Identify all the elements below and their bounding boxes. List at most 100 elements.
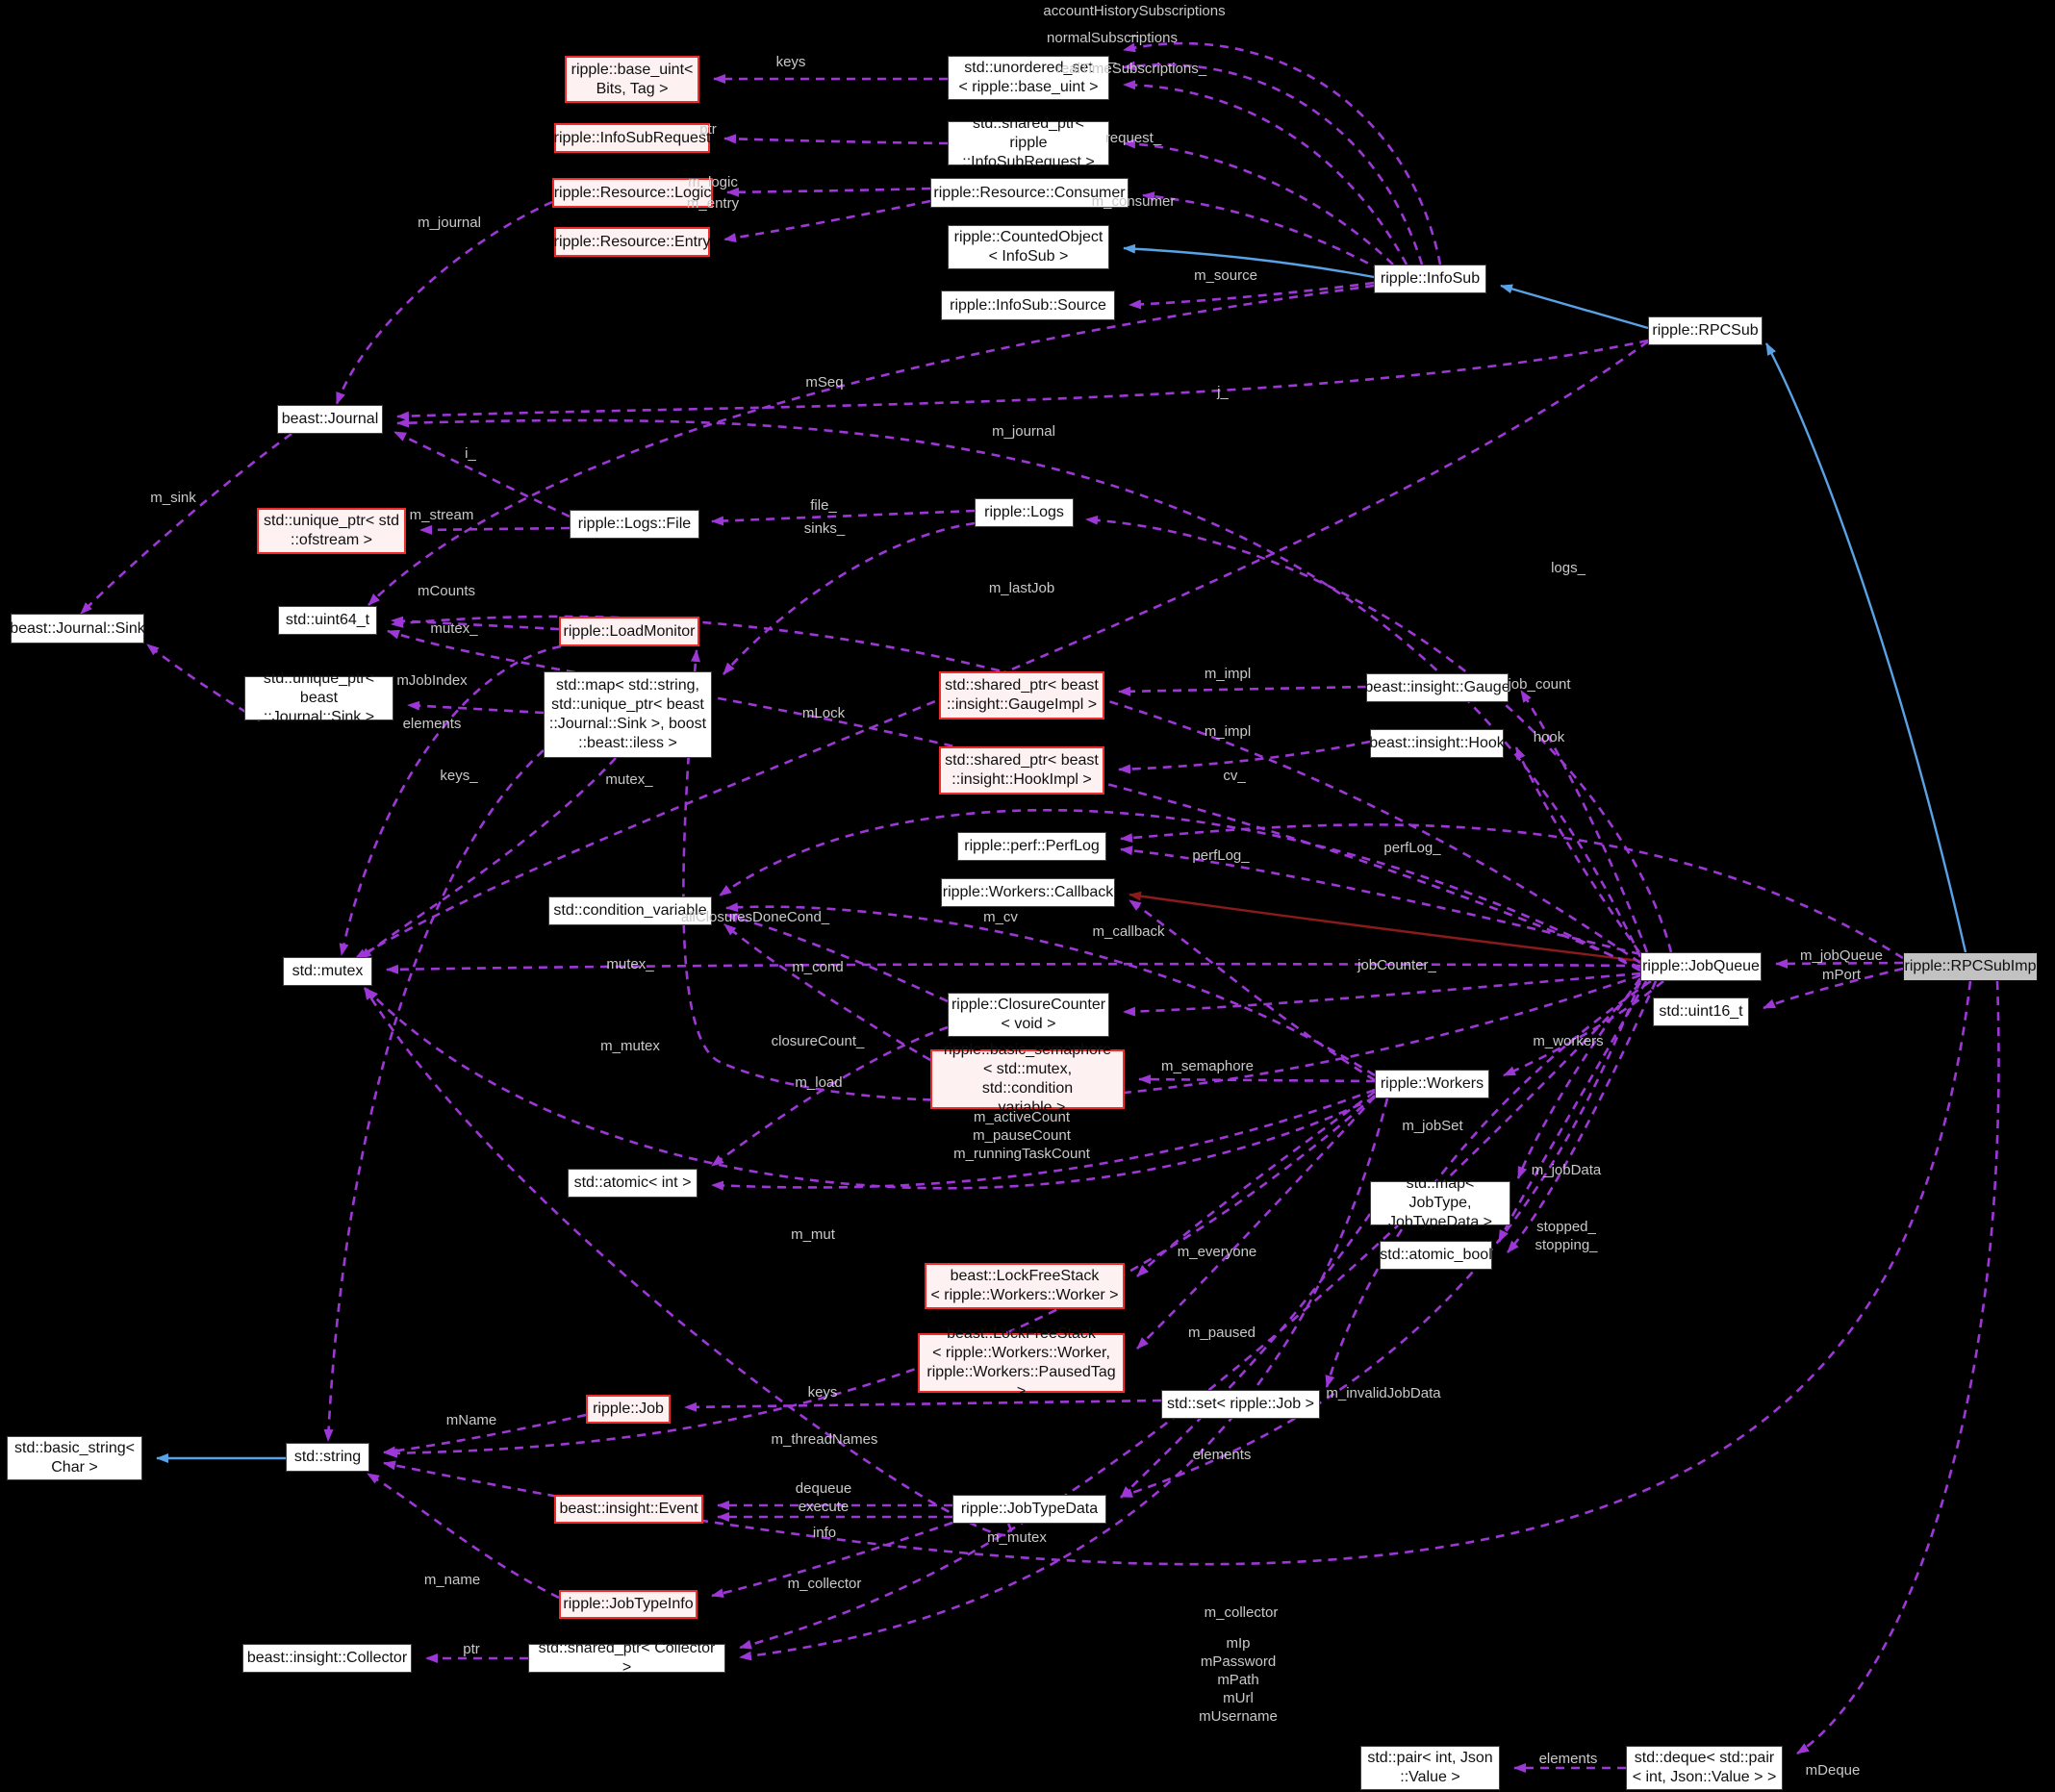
node-std-condition-variable[interactable]: std::condition_variable <box>548 896 712 925</box>
edge-label: accountHistorySubscriptions _ <box>1043 3 1226 38</box>
node-ripple-loadmonitor[interactable]: ripple::LoadMonitor <box>559 617 699 646</box>
member-edge <box>723 199 931 243</box>
member-edge <box>1120 1213 1372 1499</box>
node-std-map-jobtype-jobtypedata[interactable]: std::map< JobType, JobTypeData > <box>1370 1175 1510 1230</box>
node-std-map-string-sink[interactable]: std::map< std::string, std::unique_ptr< … <box>544 671 712 758</box>
node-std-set-ripple-job[interactable]: std::set< ripple::Job > <box>1161 1390 1320 1419</box>
node-ripple-infosubrequest[interactable]: ripple::InfoSubRequest <box>554 123 710 153</box>
node-ripple-resource-logic[interactable]: ripple::Resource::Logic <box>552 178 713 208</box>
node-std-string[interactable]: std::string <box>286 1443 369 1472</box>
edge-label: request_ <box>1104 130 1162 146</box>
node-ripple-logs-file[interactable]: ripple::Logs::File <box>570 510 699 539</box>
member-edge <box>1325 979 1652 1388</box>
edge-label: perfLog_ <box>1383 840 1441 856</box>
member-edge <box>1123 61 1424 265</box>
node-std-atomic-int[interactable]: std::atomic< int > <box>568 1169 698 1198</box>
member-edge <box>1507 980 1658 1253</box>
member-edge <box>1503 979 1664 1077</box>
node-ripple-logs[interactable]: ripple::Logs <box>975 498 1074 527</box>
edge-label: m_invalidJobData <box>1326 1385 1441 1401</box>
node-std-uint16-t[interactable]: std::uint16_t <box>1653 997 1749 1026</box>
node-ripple-job[interactable]: ripple::Job <box>586 1395 671 1424</box>
node-beast-lockfreestack-worker[interactable]: beast::LockFreeStack < ripple::Workers::… <box>925 1263 1125 1309</box>
member-edge <box>1120 823 1904 960</box>
node-std-unique-ptr-journal-sink[interactable]: std::unique_ptr< beast ::Journal::Sink > <box>244 670 393 725</box>
edge-label: elements <box>1538 1751 1598 1767</box>
member-edge <box>393 430 571 518</box>
node-beast-insight-event[interactable]: beast::insight::Event <box>554 1495 703 1524</box>
member-edge <box>1129 281 1375 310</box>
edge-label: normalSubscriptions _ <box>1047 30 1178 64</box>
node-std-uint64-t[interactable]: std::uint64_t <box>278 606 377 635</box>
edge-label: m_impl <box>1204 666 1252 682</box>
node-std-basic-string-char[interactable]: std::basic_string< Char > <box>7 1436 142 1480</box>
node-std-shared-ptr-collector[interactable]: std::shared_ptr< Collector > <box>528 1640 725 1676</box>
node-std-shared-ptr-infosubrequest[interactable]: std::shared_ptr< ripple ::InfoSubRequest… <box>948 115 1109 170</box>
node-ripple-closurecounter-void[interactable]: ripple::ClosureCounter < void > <box>948 993 1109 1037</box>
node-beast-lockfreestack-worker-pausedtag[interactable]: beast::LockFreeStack < ripple::Workers::… <box>918 1325 1125 1400</box>
edge-label: mCounts <box>417 583 476 599</box>
node-beast-insight-gauge[interactable]: beast::insight::Gauge <box>1364 673 1510 702</box>
edge-label: m_collector <box>787 1576 862 1592</box>
node-ripple-rpcsubimp[interactable]: ripple::RPCSubImp <box>1903 952 2038 981</box>
node-ripple-jobtypeinfo[interactable]: ripple::JobTypeInfo <box>559 1590 698 1619</box>
node-ripple-jobtypedata[interactable]: ripple::JobTypeData <box>952 1495 1106 1524</box>
member-edge <box>719 808 1641 972</box>
node-ripple-rpcsub[interactable]: ripple::RPCSub <box>1648 316 1763 345</box>
node-ripple-workers-callback[interactable]: ripple::Workers::Callback <box>941 878 1115 907</box>
member-edge <box>711 509 976 526</box>
member-edge <box>1519 690 1649 953</box>
node-ripple-resource-consumer[interactable]: ripple::Resource::Consumer <box>930 178 1129 208</box>
member-edge <box>419 524 571 535</box>
member-edge <box>391 616 560 631</box>
node-ripple-base-uint[interactable]: ripple::base_uint< Bits, Tag > <box>565 56 699 103</box>
node-ripple-basic-semaphore[interactable]: ripple::basic_semaphore < std::mutex, st… <box>930 1042 1125 1116</box>
member-edge <box>146 643 261 722</box>
edge-label: m_logic <box>688 174 738 190</box>
edge-label: mName <box>445 1412 497 1428</box>
member-edge <box>396 417 1642 958</box>
edge-label: m_entry <box>686 195 740 212</box>
edge-label: m_lastJob <box>988 580 1055 596</box>
node-std-pair-int-json-value[interactable]: std::pair< int, Json ::Value > <box>1360 1746 1500 1790</box>
node-ripple-workers[interactable]: ripple::Workers <box>1375 1070 1489 1098</box>
edge-label: ptr <box>699 121 717 138</box>
edge-label: mSeq <box>805 374 844 391</box>
node-ripple-infosub[interactable]: ripple::InfoSub <box>1374 265 1486 293</box>
member-edge <box>1136 1090 1376 1277</box>
node-std-shared-ptr-gaugeimpl[interactable]: std::shared_ptr< beast ::insight::GaugeI… <box>939 671 1104 719</box>
member-edge <box>1118 740 1371 774</box>
node-beast-journal-sink[interactable]: beast::Journal::Sink <box>10 614 145 644</box>
member-edge <box>407 700 545 715</box>
node-std-unique-ptr-ofstream[interactable]: std::unique_ptr< std ::ofstream > <box>257 508 406 554</box>
node-std-unordered-set-base-uint[interactable]: std::unordered_set < ripple::base_uint > <box>948 56 1109 100</box>
member-edge <box>1136 1096 1376 1350</box>
edge-label: m_jobQueue <box>1800 947 1883 964</box>
node-beast-insight-hook[interactable]: beast::insight::Hook <box>1369 729 1505 758</box>
edge-label: keys <box>775 54 806 70</box>
node-std-shared-ptr-hookimpl[interactable]: std::shared_ptr< beast ::insight::HookIm… <box>939 746 1104 795</box>
edge-label: dequeue execute <box>795 1480 852 1515</box>
node-ripple-resource-entry[interactable]: ripple::Resource::Entry <box>554 227 710 257</box>
edge-label: jobCounter_ <box>1357 957 1436 973</box>
edge-label: keys_ <box>440 768 478 784</box>
edge-label: m_cv <box>983 909 1018 925</box>
edge-label: elements <box>402 716 462 732</box>
member-edge <box>1120 979 1642 1499</box>
node-std-atomic-bool[interactable]: std::atomic_bool <box>1380 1241 1492 1270</box>
node-std-deque-pair-int-json-value[interactable]: std::deque< std::pair < int, Json::Value… <box>1626 1746 1783 1790</box>
node-beast-journal[interactable]: beast::Journal <box>277 405 383 434</box>
edge-label: ptr <box>463 1641 480 1657</box>
node-ripple-perf-perflog[interactable]: ripple::perf::PerfLog <box>957 832 1106 861</box>
node-ripple-infosub-source[interactable]: ripple::InfoSub::Source <box>941 290 1115 320</box>
node-ripple-countedobject-infosub[interactable]: ripple::CountedObject < InfoSub > <box>948 225 1109 269</box>
node-std-mutex[interactable]: std::mutex <box>283 957 372 986</box>
member-edge <box>1796 980 2000 1755</box>
member-edge <box>684 1399 1162 1412</box>
edge-label: m_collector <box>1204 1604 1279 1621</box>
member-edge <box>1123 80 1408 265</box>
node-beast-insight-collector[interactable]: beast::insight::Collector <box>242 1644 412 1673</box>
edge-label: logs_ <box>1551 560 1586 576</box>
inheritance-edge <box>1500 284 1649 330</box>
node-ripple-jobqueue[interactable]: ripple::JobQueue <box>1640 952 1762 981</box>
